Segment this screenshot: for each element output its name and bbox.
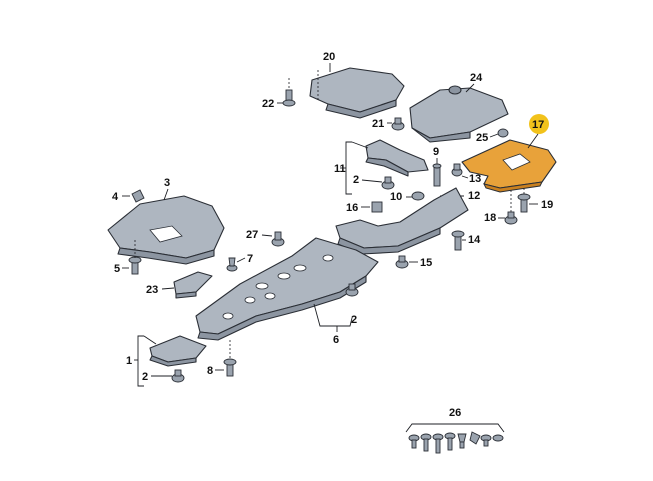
part-2-clip-center — [345, 283, 359, 297]
fastener-5 — [457, 433, 467, 449]
callout-23: 23 — [146, 284, 158, 296]
part-7-clip — [226, 257, 238, 272]
fastener-6 — [469, 431, 481, 445]
callout-25: 25 — [476, 132, 488, 144]
callout-3: 3 — [164, 177, 170, 189]
part-6-underbody-panel — [195, 237, 379, 341]
fastener-3 — [432, 433, 444, 454]
callout-19: 19 — [541, 199, 553, 211]
callout-15: 15 — [420, 257, 432, 269]
part-24-engine-shield — [409, 85, 509, 143]
part-3-front-shield — [107, 195, 225, 265]
callout-27: 27 — [246, 229, 258, 241]
callout-16: 16 — [346, 202, 358, 214]
part-18-nut — [504, 211, 518, 225]
part-20-upper-cover — [309, 67, 405, 119]
fastener-4 — [444, 432, 456, 451]
part-27-clip — [271, 231, 285, 247]
callout-11: 11 — [334, 163, 346, 175]
part-21-nut — [391, 117, 405, 131]
callout-24: 24 — [470, 72, 483, 84]
part-25-clip — [497, 128, 509, 138]
part-11-bracket — [365, 139, 429, 177]
callout-26: 26 — [449, 407, 461, 419]
part-13-clip — [451, 163, 463, 177]
part-26-fastener-set — [408, 431, 504, 454]
callout-7: 7 — [247, 253, 253, 265]
fastener-8 — [492, 434, 504, 442]
callout-17: 17 — [532, 119, 544, 131]
fastener-1 — [408, 434, 420, 449]
fastener-7 — [480, 434, 492, 447]
part-16-clip — [371, 201, 383, 213]
part-22-bolt — [282, 89, 296, 107]
callout-10: 10 — [390, 191, 402, 203]
part-17-highlighted-shield — [461, 139, 557, 193]
callout-14: 14 — [468, 234, 481, 246]
callout-1: 1 — [126, 355, 132, 367]
part-9-stud — [432, 163, 442, 187]
callout-13: 13 — [469, 173, 481, 185]
callout-5: 5 — [114, 263, 120, 275]
part-1-small-cover — [149, 335, 207, 367]
callout-17-badge — [529, 114, 549, 134]
part-10-nut — [411, 191, 425, 201]
part-8-bolt — [223, 358, 237, 377]
callout-2-upper: 2 — [353, 174, 359, 186]
callout-2-center: 2 — [351, 314, 357, 326]
part-5-bolt — [128, 256, 142, 275]
part-14-bolt — [451, 230, 465, 251]
part-2-clip-lower — [171, 369, 185, 383]
part-23-small-cover — [173, 271, 213, 299]
part-19-bolt — [517, 193, 531, 213]
callout-9: 9 — [433, 146, 439, 158]
callout-6: 6 — [333, 334, 339, 346]
callout-18: 18 — [484, 212, 496, 224]
callout-22: 22 — [262, 98, 274, 110]
callout-8: 8 — [207, 365, 213, 377]
callout-2-lower: 2 — [142, 371, 148, 383]
part-15-nut — [395, 255, 409, 269]
part-4-clip — [131, 189, 145, 203]
callout-12: 12 — [468, 190, 480, 202]
part-2-clip-upper — [381, 176, 395, 190]
callout-4: 4 — [112, 191, 119, 203]
fastener-2 — [420, 433, 432, 452]
callout-21: 21 — [372, 118, 384, 130]
callout-20: 20 — [323, 51, 335, 63]
